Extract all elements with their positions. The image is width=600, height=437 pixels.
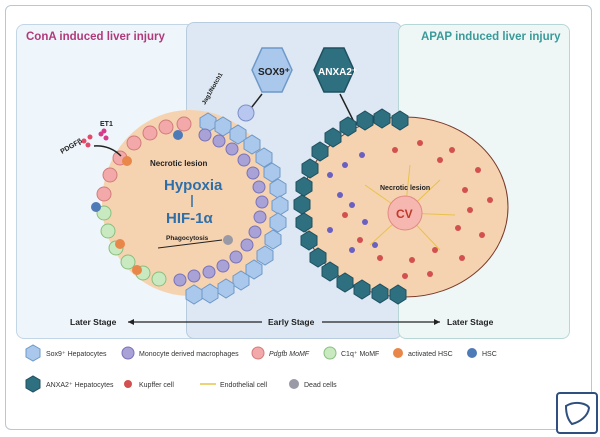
phagocytosis-arrow: [157, 239, 223, 249]
sox9-hexagon-icon: [251, 47, 293, 93]
legend-anxa2-text: ANXA2⁺ Hepatocytes: [46, 382, 114, 389]
left-lesion: [102, 110, 278, 296]
jag1-cell-icon: [237, 104, 255, 122]
hsc-cells-left: [91, 130, 183, 275]
legend-hsc-icon: [467, 348, 477, 358]
cv-label: CV: [396, 207, 413, 221]
legend-endothelial-text: Endothelial cell: [220, 382, 268, 389]
anxa2-hexagon-icon: [313, 47, 355, 93]
legend-dead-cell-text: Dead cells: [304, 382, 337, 389]
phagocytosis-label: Phagocytosis: [166, 235, 209, 242]
legend-sox9-text: Sox9⁺ Hepatocytes: [46, 351, 107, 358]
legend-anxa2-icon: [25, 375, 41, 393]
necrotic-lesion-right-label: Necrotic lesion: [380, 185, 430, 192]
timeline-left-arrowhead: [128, 319, 134, 325]
jag1-label: Jag1/Notch1: [202, 72, 225, 106]
right-title: APAP induced liver injury: [421, 31, 561, 43]
legend-dead-cell-icon: [289, 379, 299, 389]
liver-logo-icon: [556, 392, 598, 434]
et1-molecules: [98, 128, 109, 141]
legend-kupffer-icon: [124, 380, 132, 388]
legend-pdgfb-icon: [251, 346, 265, 360]
legend-macrophage-icon: [121, 346, 135, 360]
hypoxia-label: Hypoxia: [164, 177, 223, 194]
pdgfb-molecules: [81, 134, 93, 148]
legend-pdgfb-text: Pdgfb MoMF: [269, 351, 310, 358]
legend-kupffer-text: Kupffer cell: [139, 382, 174, 389]
left-title: ConA induced liver injury: [26, 31, 165, 43]
sox9-label: SOX9⁺: [258, 67, 290, 78]
kupffer-cells: [342, 140, 493, 279]
macrophage-ring: [173, 128, 269, 287]
legend-activated-hsc-icon: [393, 348, 403, 358]
central-vein: [387, 195, 423, 231]
legend-activated-hsc-text: activated HSC: [408, 351, 453, 358]
legend-c1q-icon: [323, 346, 337, 360]
et1-label: ET1: [100, 121, 113, 128]
liver-logo-glyph: [564, 401, 591, 426]
dead-cell-icon: [223, 235, 233, 245]
legend: Sox9⁺ Hepatocytes Monocyte derived macro…: [25, 344, 497, 393]
anxa2-label: ANXA2⁺: [318, 67, 357, 78]
anxa2-hepatocyte-ring: [293, 108, 409, 305]
timeline-left-label: Later Stage: [70, 317, 117, 327]
sox9-hepatocyte-ring: [185, 112, 289, 305]
pdgfb-arrow: [93, 145, 122, 157]
legend-hsc-text: HSC: [482, 351, 497, 358]
legend-c1q-text: C1q⁺ MoMF: [341, 351, 379, 358]
legend-sox9-icon: [25, 344, 41, 362]
pdgfb-label: PDGFβ: [60, 137, 85, 155]
legend-macrophage-text: Monocyte derived macrophages: [139, 351, 239, 358]
necrotic-lesion-left-label: Necrotic lesion: [150, 159, 207, 168]
timeline-right-arrowhead: [434, 319, 440, 325]
timeline-center-label: Early Stage: [268, 317, 315, 327]
hif-label: HIF-1α: [166, 210, 214, 227]
macrophage-cells-right: [327, 152, 378, 253]
timeline-right-label: Later Stage: [447, 317, 494, 327]
